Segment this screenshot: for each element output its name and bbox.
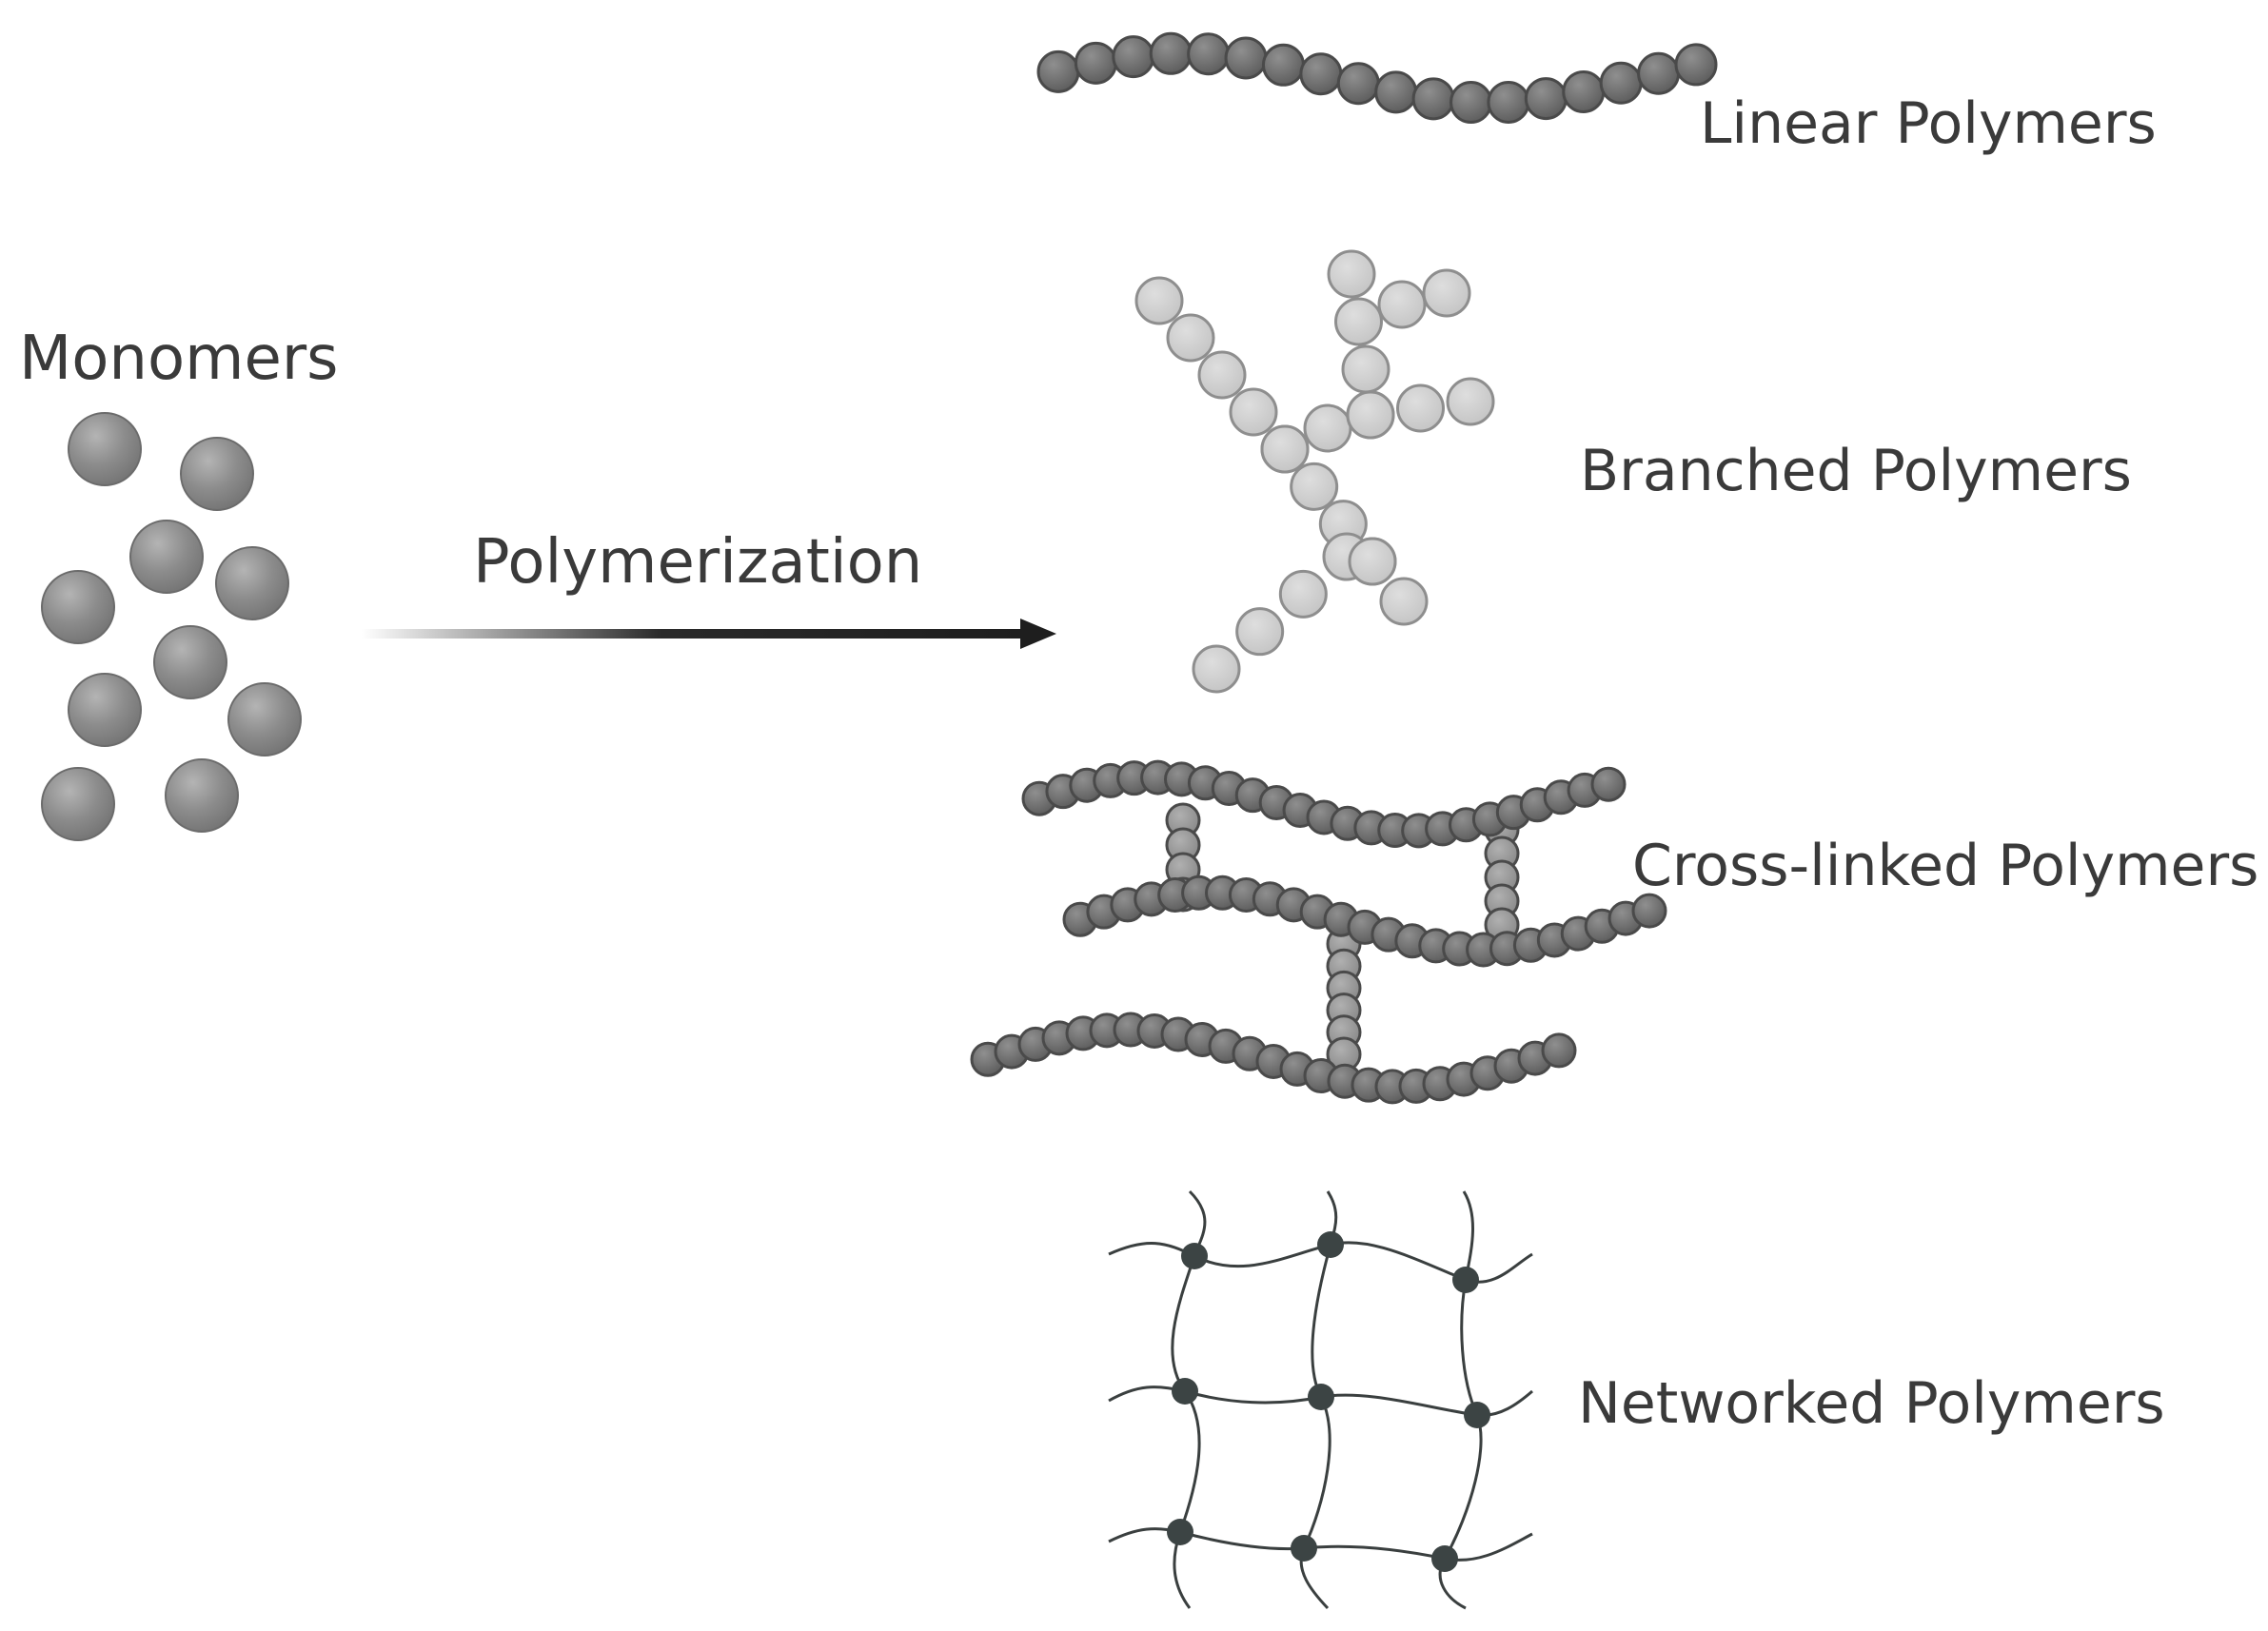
branched-monomer-bead	[1278, 569, 1328, 619]
linear-monomer-bead	[1411, 77, 1455, 121]
linear-monomer-bead	[1224, 36, 1268, 80]
cross-linked-polymers-label: Cross-linked Polymers	[1632, 833, 2258, 899]
network-crosslink-node	[1431, 1545, 1458, 1572]
branched-monomer-bead	[1327, 249, 1376, 299]
network-crosslink-node	[1291, 1535, 1317, 1562]
monomer-bead	[41, 570, 115, 644]
monomer-bead	[180, 437, 254, 511]
linear-monomer-bead	[1187, 32, 1231, 76]
linear-polymer-chain	[1036, 31, 1718, 125]
monomer-bead	[41, 767, 115, 841]
monomer-bead	[227, 682, 302, 757]
branched-monomer-bead	[1377, 280, 1427, 329]
branched-monomer-bead	[1379, 577, 1429, 626]
network-crosslink-node	[1172, 1378, 1198, 1405]
monomer-bead	[153, 625, 227, 699]
crosslinked-chain-bead	[1631, 893, 1667, 929]
monomer-bead	[165, 758, 239, 833]
linear-monomer-bead	[1112, 35, 1155, 79]
network-crosslink-node	[1452, 1267, 1479, 1293]
monomer-bead	[68, 673, 142, 747]
branched-monomer-bead	[1334, 297, 1383, 346]
network-crosslink-node	[1464, 1402, 1490, 1428]
branched-monomer-bead	[1346, 390, 1395, 440]
linear-monomer-bead	[1336, 62, 1380, 106]
branched-monomer-bead	[1197, 350, 1247, 400]
linear-monomer-bead	[1599, 61, 1643, 105]
branched-polymers-label: Branched Polymers	[1580, 438, 2132, 504]
linear-monomer-bead	[1487, 80, 1530, 124]
branched-monomer-bead	[1192, 644, 1241, 694]
linear-monomer-bead	[1036, 49, 1080, 93]
branched-monomer-bead	[1260, 424, 1310, 474]
linear-monomer-bead	[1637, 51, 1681, 95]
network-crosslink-node	[1308, 1384, 1334, 1410]
linear-monomer-bead	[1450, 81, 1493, 125]
branched-monomer-bead	[1134, 276, 1184, 325]
linear-monomer-bead	[1261, 43, 1305, 87]
polymerization-arrow	[362, 619, 1056, 649]
branched-monomer-bead	[1303, 403, 1352, 453]
monomer-bead	[68, 412, 142, 486]
monomer-bead	[215, 546, 289, 620]
branched-polymer-structure	[1134, 249, 1495, 694]
branched-monomer-bead	[1348, 537, 1397, 586]
branched-monomer-bead	[1290, 462, 1339, 511]
branched-monomer-bead	[1446, 377, 1495, 426]
crosslinked-chain-bead	[1590, 766, 1627, 802]
linear-polymers-label: Linear Polymers	[1700, 90, 2157, 157]
branched-monomer-bead	[1229, 387, 1278, 437]
linear-monomer-bead	[1674, 43, 1718, 87]
network-crosslink-node	[1317, 1231, 1344, 1258]
monomers-group	[41, 412, 302, 841]
polymerization-label: Polymerization	[473, 527, 922, 598]
branched-monomer-bead	[1235, 607, 1285, 657]
cross-linked-polymer-structure	[970, 759, 1667, 1105]
linear-monomer-bead	[1149, 31, 1193, 75]
linear-monomer-bead	[1374, 70, 1418, 114]
monomers-label: Monomers	[19, 324, 338, 394]
linear-monomer-bead	[1562, 70, 1606, 114]
linear-monomer-bead	[1074, 41, 1117, 85]
networked-polymers-label: Networked Polymers	[1578, 1370, 2165, 1437]
linear-monomer-bead	[1524, 77, 1568, 121]
network-crosslink-node	[1181, 1243, 1208, 1269]
branched-monomer-bead	[1396, 383, 1445, 433]
networked-polymer-mesh	[1108, 1189, 1533, 1610]
branched-monomer-bead	[1341, 344, 1390, 394]
crosslinked-chain-bead	[1541, 1032, 1577, 1069]
network-crosslink-node	[1167, 1519, 1193, 1545]
linear-monomer-bead	[1299, 52, 1343, 96]
branched-monomer-bead	[1422, 268, 1471, 318]
monomer-bead	[129, 520, 204, 594]
branched-monomer-bead	[1166, 313, 1215, 363]
